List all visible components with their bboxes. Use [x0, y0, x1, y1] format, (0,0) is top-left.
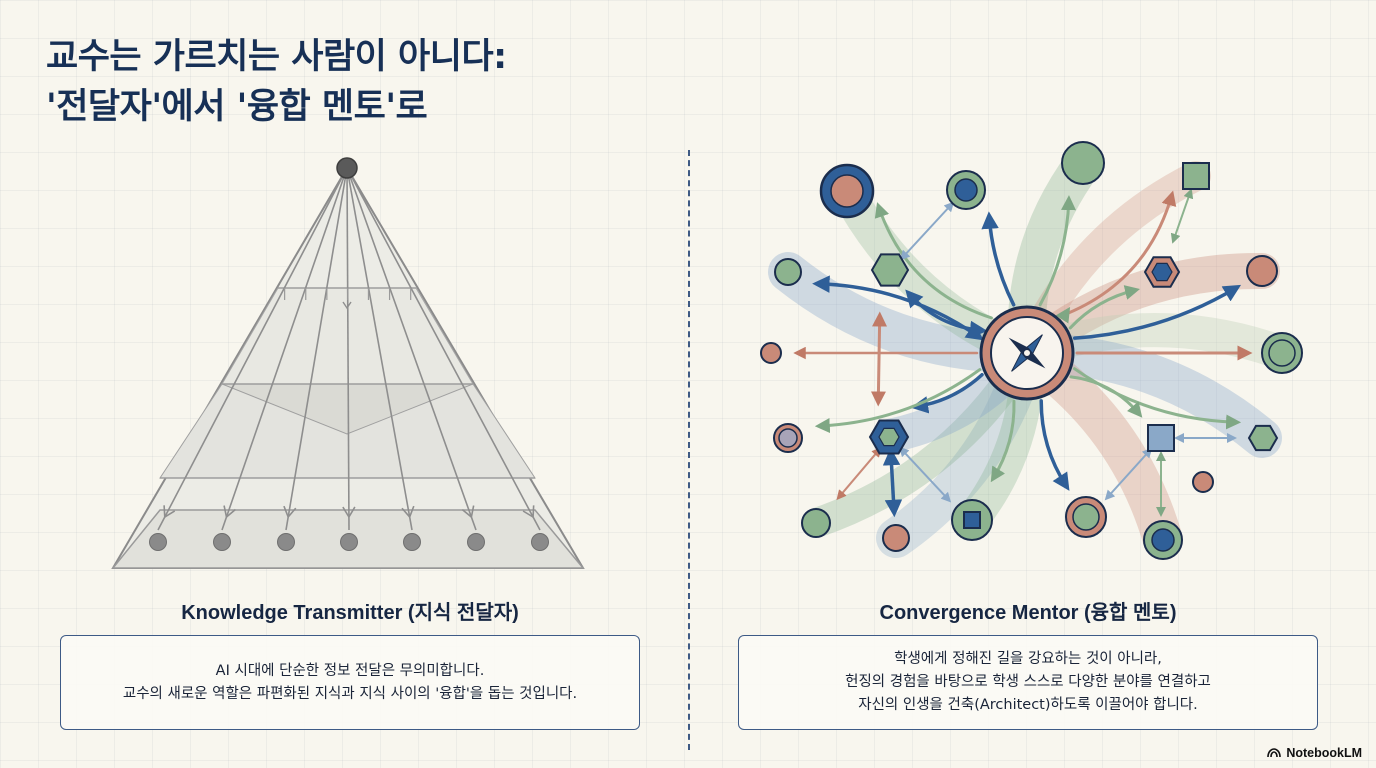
connection-arrow [1059, 190, 1177, 318]
mentor-description: 학생에게 정해진 길을 강요하는 것이 아니라, 헌징의 경험을 바탕으로 학생… [738, 635, 1318, 730]
connection-arrow [1039, 399, 1070, 491]
square-node [1147, 424, 1175, 452]
convergence-network [760, 141, 1303, 560]
transmitter-description-line: 교수의 새로운 역할은 파편화된 지식과 지식 사이의 '융합'을 돕는 것입니… [122, 685, 578, 702]
receiver-node [467, 533, 485, 551]
circle-node [774, 258, 802, 286]
transmission-ray [346, 167, 350, 531]
hexagon-node [1247, 424, 1279, 452]
square-node [963, 511, 981, 529]
ray-arrowhead [163, 505, 176, 519]
circle-node [760, 342, 782, 364]
transmission-ray [346, 167, 541, 531]
circle-node-core [830, 174, 864, 208]
node-link [882, 447, 903, 518]
connection-arrow [814, 368, 982, 434]
node-link [899, 201, 955, 261]
mentor-description-line: 자신의 인생을 건축(Architect)하도록 이끌어야 합니다. [858, 697, 1198, 713]
circle-node [1246, 255, 1278, 287]
receiver-node [403, 533, 421, 551]
page-title: 교수는 가르치는 사람이 아니다: '전달자'에서 '융합 멘토'로 [46, 32, 507, 132]
section-divider [688, 150, 690, 750]
circle-node-core [954, 178, 978, 202]
square-node [1182, 162, 1210, 190]
transmission-ray [285, 167, 348, 531]
node-link [870, 311, 888, 407]
connection-arrow [905, 289, 988, 339]
ray-arrowhead [342, 506, 356, 519]
brand-label: NotebookLM [1286, 746, 1362, 760]
transmitter-pyramid [111, 157, 585, 569]
transmission-ray [221, 167, 348, 531]
transmission-ray [346, 167, 413, 531]
circle-node [1192, 471, 1214, 493]
ray-arrowhead [283, 505, 297, 519]
connection-arrow [874, 202, 993, 320]
title-line-2: '전달자'에서 '융합 멘토'로 [46, 87, 428, 127]
hexagon-node-core [878, 427, 900, 447]
connection-arrow [910, 373, 984, 414]
node-link [1170, 188, 1194, 244]
receiver-node [149, 533, 167, 551]
connection-arrow [1055, 306, 1071, 324]
transmission-ray [346, 167, 477, 531]
transmitter-description: AI 시대에 단순한 정보 전달은 무의미합니다. 교수의 새로운 역할은 파편… [60, 635, 640, 730]
compass-icon [1008, 334, 1046, 372]
connection-arrow [1072, 284, 1242, 340]
transmission-rays [157, 167, 541, 531]
circle-node [1061, 141, 1105, 185]
circle-node-core [1151, 528, 1175, 552]
node-link [1104, 447, 1153, 501]
transmission-ray [157, 167, 348, 531]
circle-node [882, 524, 910, 552]
circle-node-core [778, 428, 798, 448]
mentor-heading: Convergence Mentor (융합 멘토) [879, 602, 1177, 624]
ray-arrowhead [461, 505, 475, 519]
receiver-node [277, 533, 295, 551]
receiver-node [213, 533, 231, 551]
node-link [836, 446, 882, 501]
ray-arrowhead [401, 505, 415, 519]
apex-node [336, 157, 358, 179]
hexagon-node [870, 253, 910, 287]
connection-arrow [1068, 285, 1140, 330]
transmitter-heading: Knowledge Transmitter (지식 전달자) [181, 602, 519, 624]
discipline-nodes [760, 141, 1303, 560]
hexagon-node-core [1151, 262, 1173, 282]
circle-node-core [1072, 503, 1100, 531]
receiver-node [340, 533, 358, 551]
connection-arrow [1069, 375, 1143, 418]
node-link [898, 446, 952, 503]
title-line-1: 교수는 가르치는 사람이 아니다: [46, 37, 507, 77]
notebooklm-logo-icon [1267, 748, 1282, 758]
circle-node [801, 508, 831, 538]
ray-arrowhead [223, 505, 236, 519]
ray-arrowhead [522, 505, 535, 519]
connection-arrow [990, 399, 1016, 483]
ray-arrowhead [342, 301, 352, 310]
brand-watermark: NotebookLM [1267, 746, 1362, 760]
connection-arrow [1038, 195, 1077, 307]
connection-arrows [793, 188, 1253, 518]
mentor-description-line: 학생에게 정해진 길을 강요하는 것이 아니라, [894, 651, 1162, 667]
mentor-description-line: 헌징의 경험을 바탕으로 학생 스스로 다양한 분야를 연결하고 [845, 674, 1211, 690]
compass-hub [979, 305, 1075, 401]
receiver-node [531, 533, 549, 551]
receiver-nodes [149, 533, 549, 551]
circle-node-core [1268, 339, 1296, 367]
connection-arrow [981, 211, 1016, 307]
transmitter-description-line: AI 시대에 단순한 정보 전달은 무의미합니다. [215, 662, 485, 679]
